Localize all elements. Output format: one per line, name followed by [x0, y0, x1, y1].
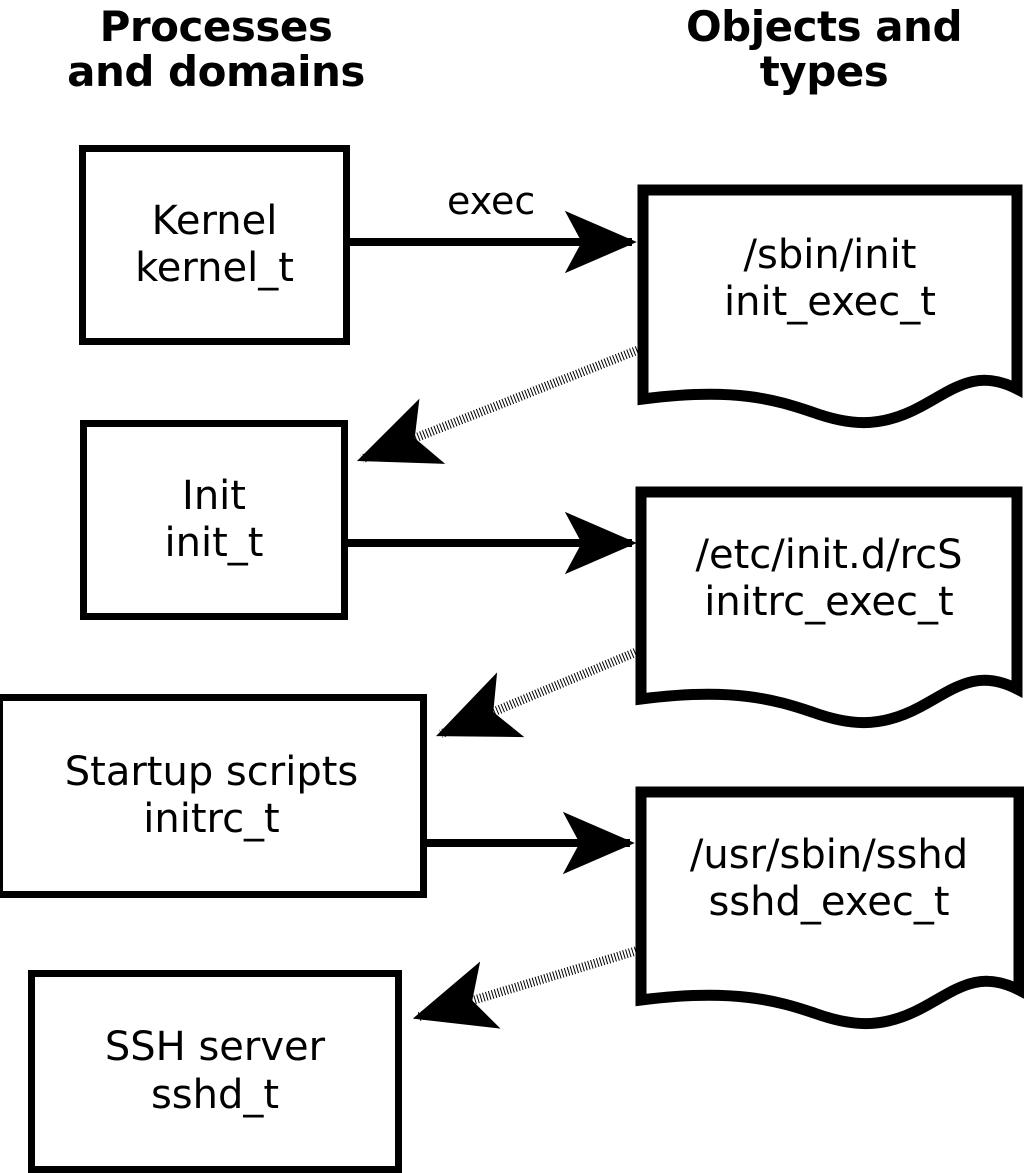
object-node-init-exec[interactable]: /sbin/init init_exec_t — [636, 184, 1024, 429]
column-header-processes: Processes and domains — [67, 2, 365, 97]
process-node-init[interactable]: Init init_t — [80, 420, 348, 620]
process-node-initrc-line1: Startup scripts — [64, 748, 359, 795]
column-header-objects: Objects and types — [685, 2, 963, 97]
object-node-initrc-exec[interactable]: /etc/init.d/rcS initrc_exec_t — [634, 486, 1024, 729]
edge-init-exec-to-init — [356, 343, 645, 464]
edge-label-exec: exec — [447, 179, 536, 223]
process-node-sshd-line2: sshd_t — [150, 1071, 280, 1118]
process-node-sshd-line1: SSH server — [104, 1024, 326, 1071]
process-node-sshd[interactable]: SSH server sshd_t — [28, 970, 402, 1173]
process-node-kernel[interactable]: Kernel kernel_t — [79, 145, 350, 345]
process-node-init-line1: Init — [182, 472, 246, 519]
process-node-kernel-line2: kernel_t — [135, 245, 294, 291]
process-node-initrc[interactable]: Startup scripts initrc_t — [0, 694, 427, 898]
process-node-init-line2: init_t — [164, 520, 264, 566]
edge-sshd-exec-to-sshd — [412, 945, 641, 1029]
process-node-initrc-line2: initrc_t — [143, 796, 280, 842]
process-node-kernel-line1: Kernel — [151, 197, 278, 244]
edge-initrc-exec-to-initrc — [436, 645, 643, 739]
object-node-sshd-exec[interactable]: /usr/sbin/sshd sshd_exec_t — [634, 786, 1024, 1030]
